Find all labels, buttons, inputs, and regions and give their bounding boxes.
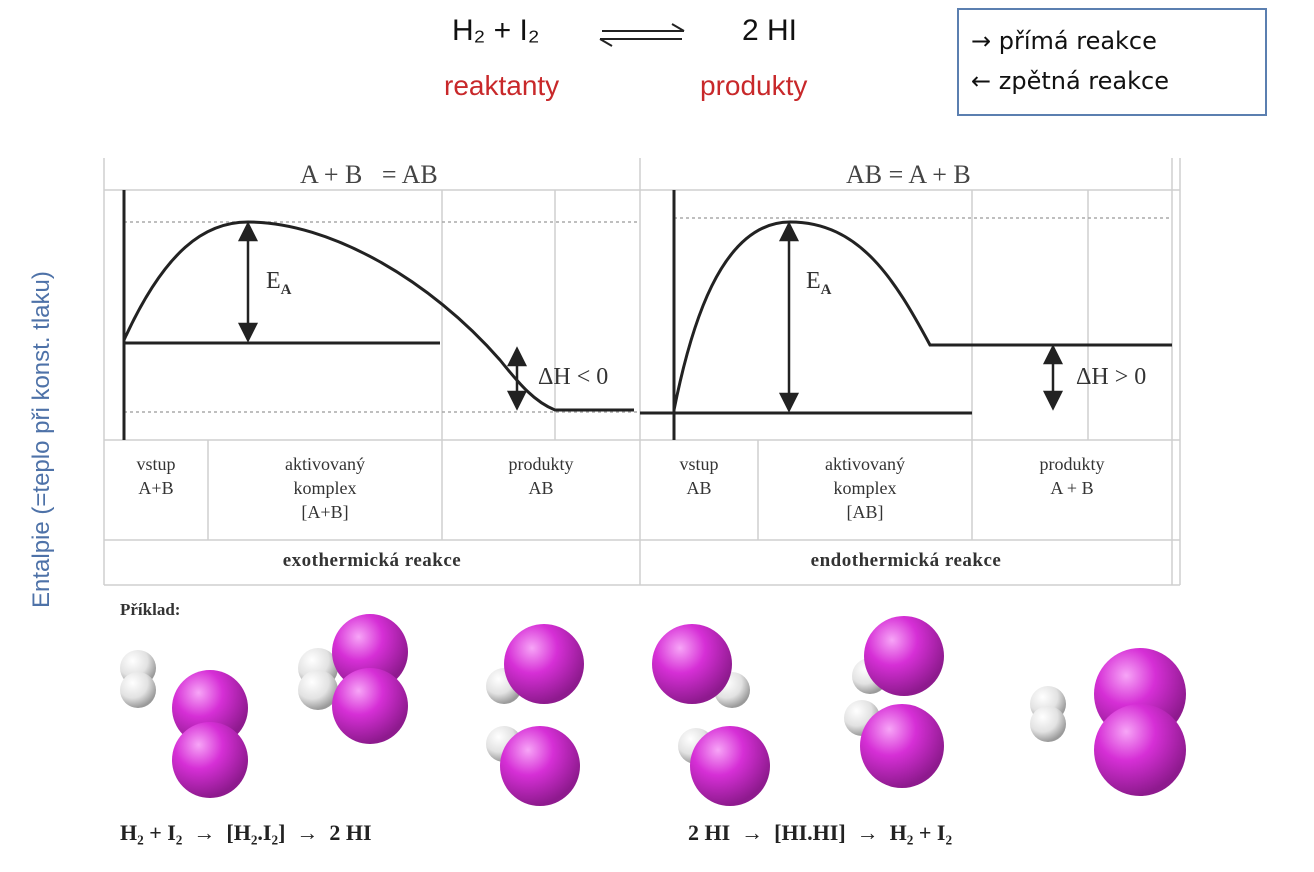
molecule-i2-separate — [172, 670, 248, 798]
endothermic-dh-arrow — [1042, 344, 1064, 411]
molecules-h2-i2-products — [1030, 648, 1186, 796]
endothermic-title: AB = A + B — [846, 160, 971, 189]
endothermic-curve — [640, 190, 1172, 440]
legend-forward: → přímá reakce — [971, 27, 1157, 55]
exothermic-dh-label: ΔH < 0 — [538, 364, 609, 390]
molecules-2hi-reactants — [652, 624, 770, 806]
exothermic-title: A + B = AB — [300, 160, 438, 189]
molecules-2hi-products — [486, 624, 584, 806]
exothermic-ea-label: EA — [266, 268, 292, 298]
legend-reverse: ← zpětná reakce — [971, 67, 1169, 95]
endothermic-footer: endothermická reakce — [810, 550, 1002, 571]
example-label: Příklad: — [120, 600, 181, 619]
reactants-label: reaktanty — [444, 70, 560, 101]
products-label: produkty — [700, 70, 808, 101]
top-equation-left: H₂ + I₂ — [452, 14, 539, 48]
complex-h2-i2 — [298, 614, 408, 744]
endothermic-dh-label: ΔH > 0 — [1076, 364, 1147, 390]
bottom-equation-forward: H₂ + I₂ → [H₂.I₂] → 2 HI — [120, 820, 372, 845]
exothermic-dh-arrow — [506, 346, 528, 411]
exothermic-ea-arrow — [237, 221, 259, 343]
reference-lines — [124, 217, 1172, 413]
endothermic-ea-arrow — [778, 221, 800, 413]
equation-products: 2 HI — [742, 14, 798, 47]
reaction-direction-legend: → přímá reakce ← zpětná reakce — [957, 8, 1267, 116]
molecule-h2-separate — [120, 650, 156, 708]
complex-hi-hi — [844, 616, 944, 788]
equation-reactants: H₂ + I₂ — [452, 14, 540, 47]
bottom-equation-reverse: 2 HI → [HI.HI] → H₂ + I₂ — [688, 820, 953, 845]
diagram-grid — [103, 158, 1181, 586]
exothermic-footer: exothermická reakce — [282, 550, 462, 571]
endothermic-ea-label: EA — [806, 268, 832, 298]
equilibrium-arrows-icon — [599, 23, 685, 47]
exothermic-curve — [122, 190, 634, 440]
